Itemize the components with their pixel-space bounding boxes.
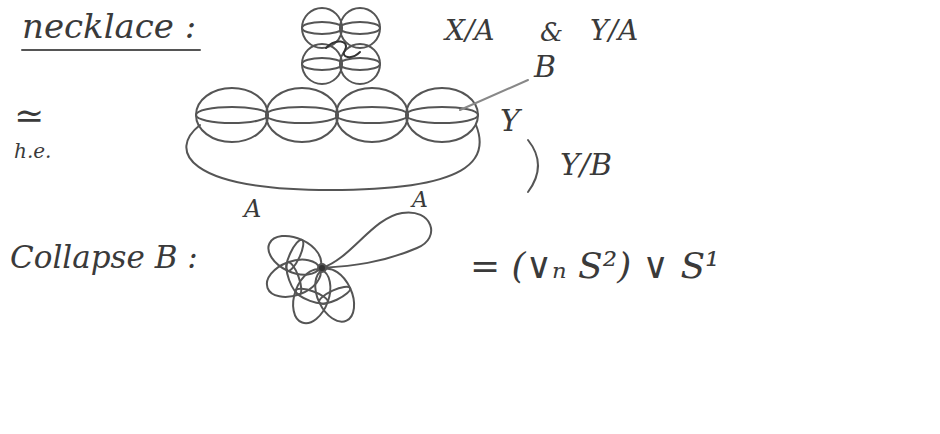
quotient-label: X/A [445,16,495,47]
subspace-label: B [534,50,556,83]
underline [22,49,200,51]
result-formula: = (∨ₙ S²) ∨ S¹ [470,246,720,286]
loop-a [186,125,479,190]
conjunction: & [540,18,563,47]
sphere-cluster [302,8,380,84]
equivalence-symbol: ≃ [14,96,44,136]
quotient-label: Y/A [590,16,638,47]
bracket [528,140,538,192]
step-label: Collapse B : [10,240,198,274]
space-label: Y [500,104,520,137]
sphere-chain [186,80,538,192]
equivalence-note: h.e. [14,140,51,162]
quotient-label: Y/B [560,148,612,181]
bouquet [262,212,431,328]
loop-label: A [244,196,261,222]
loop-label: A [412,188,428,212]
title-word: necklace : [22,8,196,45]
